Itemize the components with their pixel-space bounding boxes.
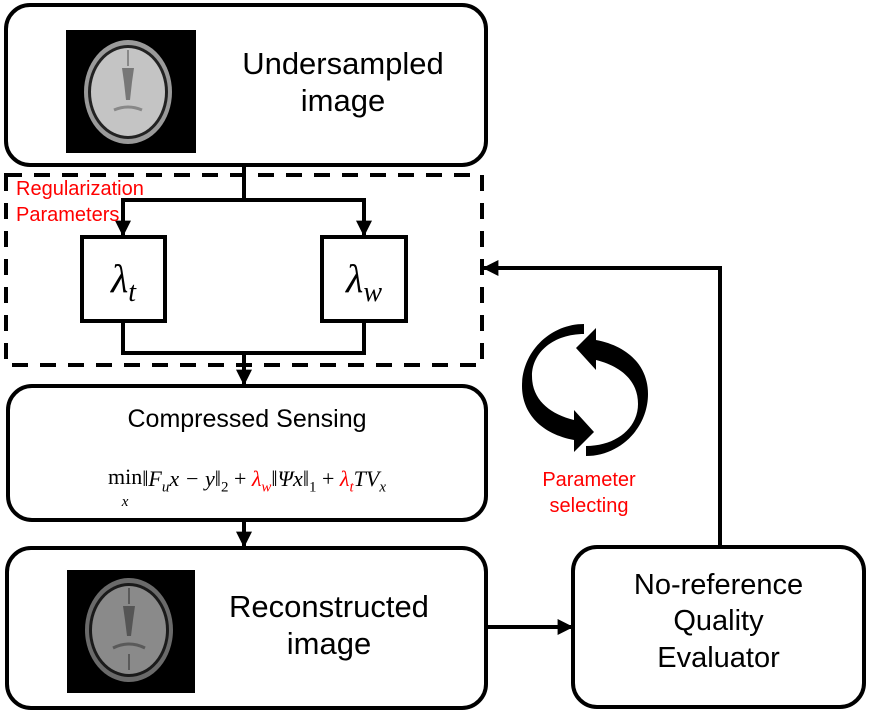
lambda-w-node: λw <box>320 235 408 323</box>
connector-split <box>121 198 366 235</box>
cycle-arrows-icon <box>522 324 648 456</box>
undersampled-image-node: Undersampled image <box>4 3 488 167</box>
quality-evaluator-node: No-reference Quality Evaluator <box>571 545 866 709</box>
lambda-t-symbol: λt <box>110 256 137 308</box>
reconstructed-label: Reconstructed image <box>229 589 429 662</box>
undersampled-mri-image <box>66 30 196 153</box>
brain-mri-undersampled <box>84 40 172 144</box>
connector-merge <box>121 320 366 355</box>
reconstructed-image-node: Reconstructed image <box>5 546 488 710</box>
evaluator-label: No-reference Quality Evaluator <box>633 569 804 674</box>
parameter-selecting-label: Parameter selecting <box>542 469 636 517</box>
feedback-loop-line <box>500 266 722 545</box>
lambda-t-node: λt <box>80 235 167 323</box>
undersampled-label: Undersampled image <box>242 46 444 119</box>
regularization-parameters-label: Regularization Parameters <box>16 178 144 226</box>
compressed-sensing-title: Compressed Sensing <box>127 405 367 433</box>
cs-formula: min x ‖Fux − y‖2 + λw‖Ψx‖1 + λtTVx <box>108 464 386 510</box>
reconstructed-mri-image <box>67 570 195 693</box>
lambda-w-symbol: λw <box>345 256 382 308</box>
compressed-sensing-node: Compressed Sensing min x ‖Fux − y‖2 + λw… <box>6 384 488 522</box>
brain-mri-reconstructed <box>85 578 173 682</box>
